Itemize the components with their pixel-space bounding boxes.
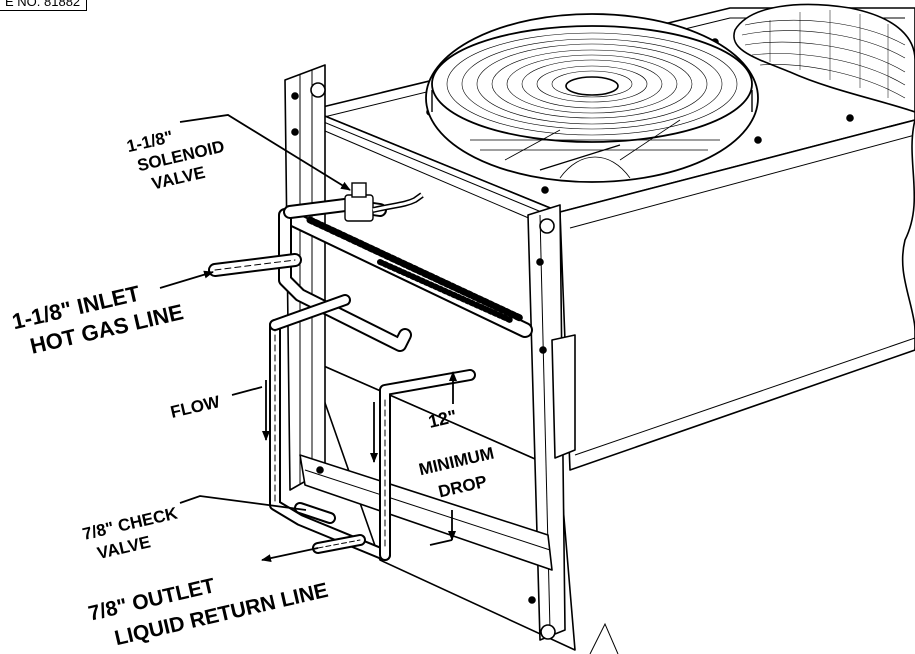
solenoid-valve — [344, 182, 424, 222]
callout-leaders — [159, 114, 619, 654]
callout-solenoid-valve: 1-1/8" SOLENOID VALVE — [125, 127, 226, 193]
callout-check-valve: 7/8" CHECK VALVE — [81, 503, 180, 563]
callout-flow: FLOW — [169, 392, 223, 422]
mounting-bracket — [284, 64, 576, 651]
callout-outlet-liquid-return-line: 7/8" OUTLET LIQUID RETURN LINE — [86, 574, 330, 650]
drawing-reference-number: E NO. 81882 — [0, 0, 88, 11]
fan-guard-front — [425, 13, 759, 183]
callout-inlet-hot-gas-line: 1-1/8" INLET HOT GAS LINE — [10, 280, 186, 358]
fan-guard-rear — [733, 3, 915, 113]
flow-label: FLOW — [169, 392, 223, 422]
